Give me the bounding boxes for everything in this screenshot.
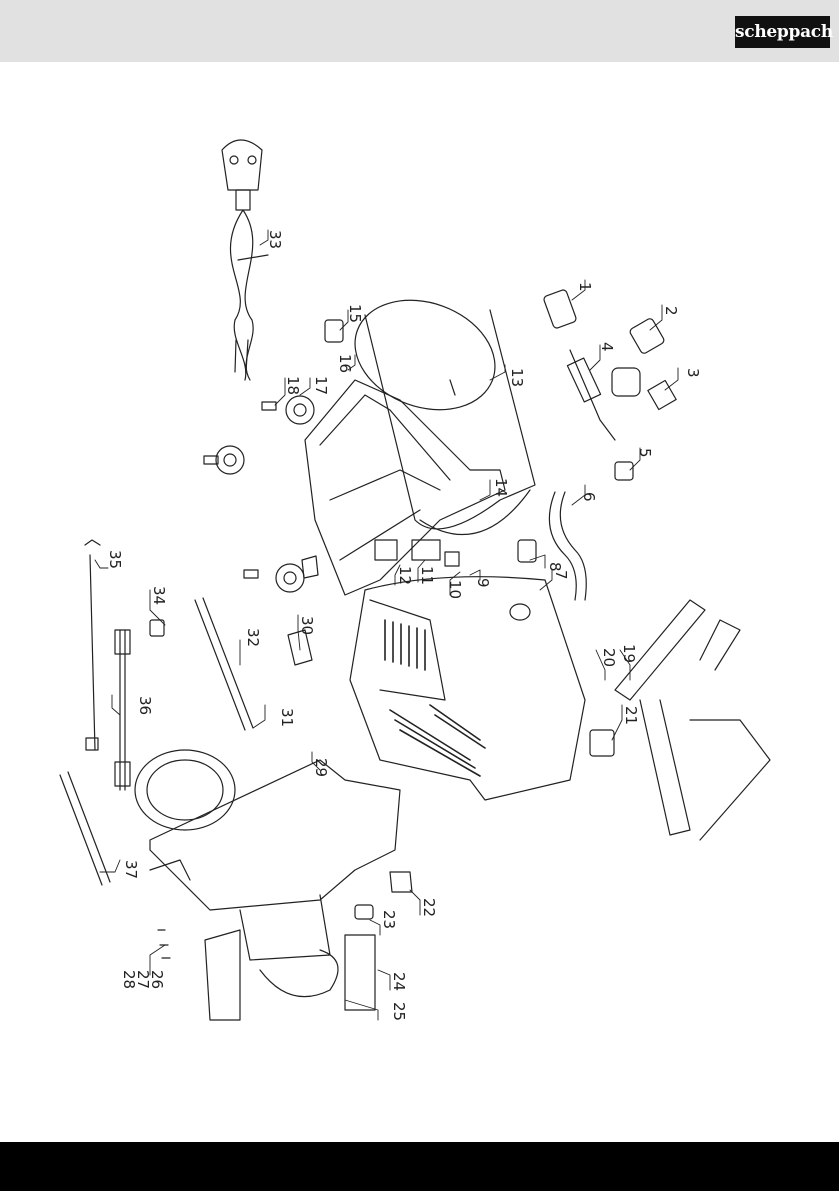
power-plug [222, 140, 268, 380]
part-number: 20 [601, 648, 616, 667]
part-number: 36 [137, 696, 152, 715]
part-number: 11 [419, 566, 434, 585]
part-number: 23 [381, 910, 396, 929]
motor-fan [135, 750, 400, 1020]
housing [350, 577, 585, 800]
header-bar: scheppach [0, 0, 839, 62]
frame [305, 380, 505, 595]
part-number: 17 [313, 376, 328, 395]
part-number: 13 [509, 368, 524, 387]
part-number: 16 [337, 354, 352, 373]
part-number: 21 [623, 706, 638, 725]
part-number: 10 [447, 580, 462, 599]
part-number: 31 [279, 708, 294, 727]
part-number: 4 [599, 342, 614, 352]
part-number: 37 [123, 860, 138, 879]
part-number: 18 [285, 376, 300, 395]
part-number: 15 [347, 304, 362, 323]
part-number: 22 [421, 898, 436, 917]
part-number: 3 [685, 368, 700, 378]
part-number: 32 [245, 628, 260, 647]
part-number: 5 [637, 448, 652, 458]
footer-bar [0, 1142, 839, 1191]
part-number: 35 [107, 550, 122, 569]
leader-lines [95, 230, 678, 1020]
exploded-parts-diagram: 1 2 3 4 5 6 7 8 9 10 11 12 13 14 15 16 1… [0, 62, 839, 1142]
part-number: 12 [397, 566, 412, 585]
part-number: 19 [621, 644, 636, 663]
part-number: 6 [581, 492, 596, 502]
scheppach-logo: scheppach [735, 16, 830, 48]
loose-parts [60, 320, 614, 958]
part-number: 34 [151, 586, 166, 605]
part-number: 9 [475, 578, 490, 588]
part-number: 24 [391, 972, 406, 991]
part-number: 30 [299, 616, 314, 635]
part-number: 25 [391, 1002, 406, 1021]
valve-group [543, 289, 676, 600]
part-number: 14 [493, 478, 508, 497]
part-number: 1 [577, 282, 592, 292]
part-number: 29 [313, 758, 328, 777]
part-number: 33 [267, 230, 282, 249]
part-number: 2 [663, 306, 678, 316]
part-number: 8 [547, 562, 562, 572]
part-number: 28 [121, 970, 136, 989]
